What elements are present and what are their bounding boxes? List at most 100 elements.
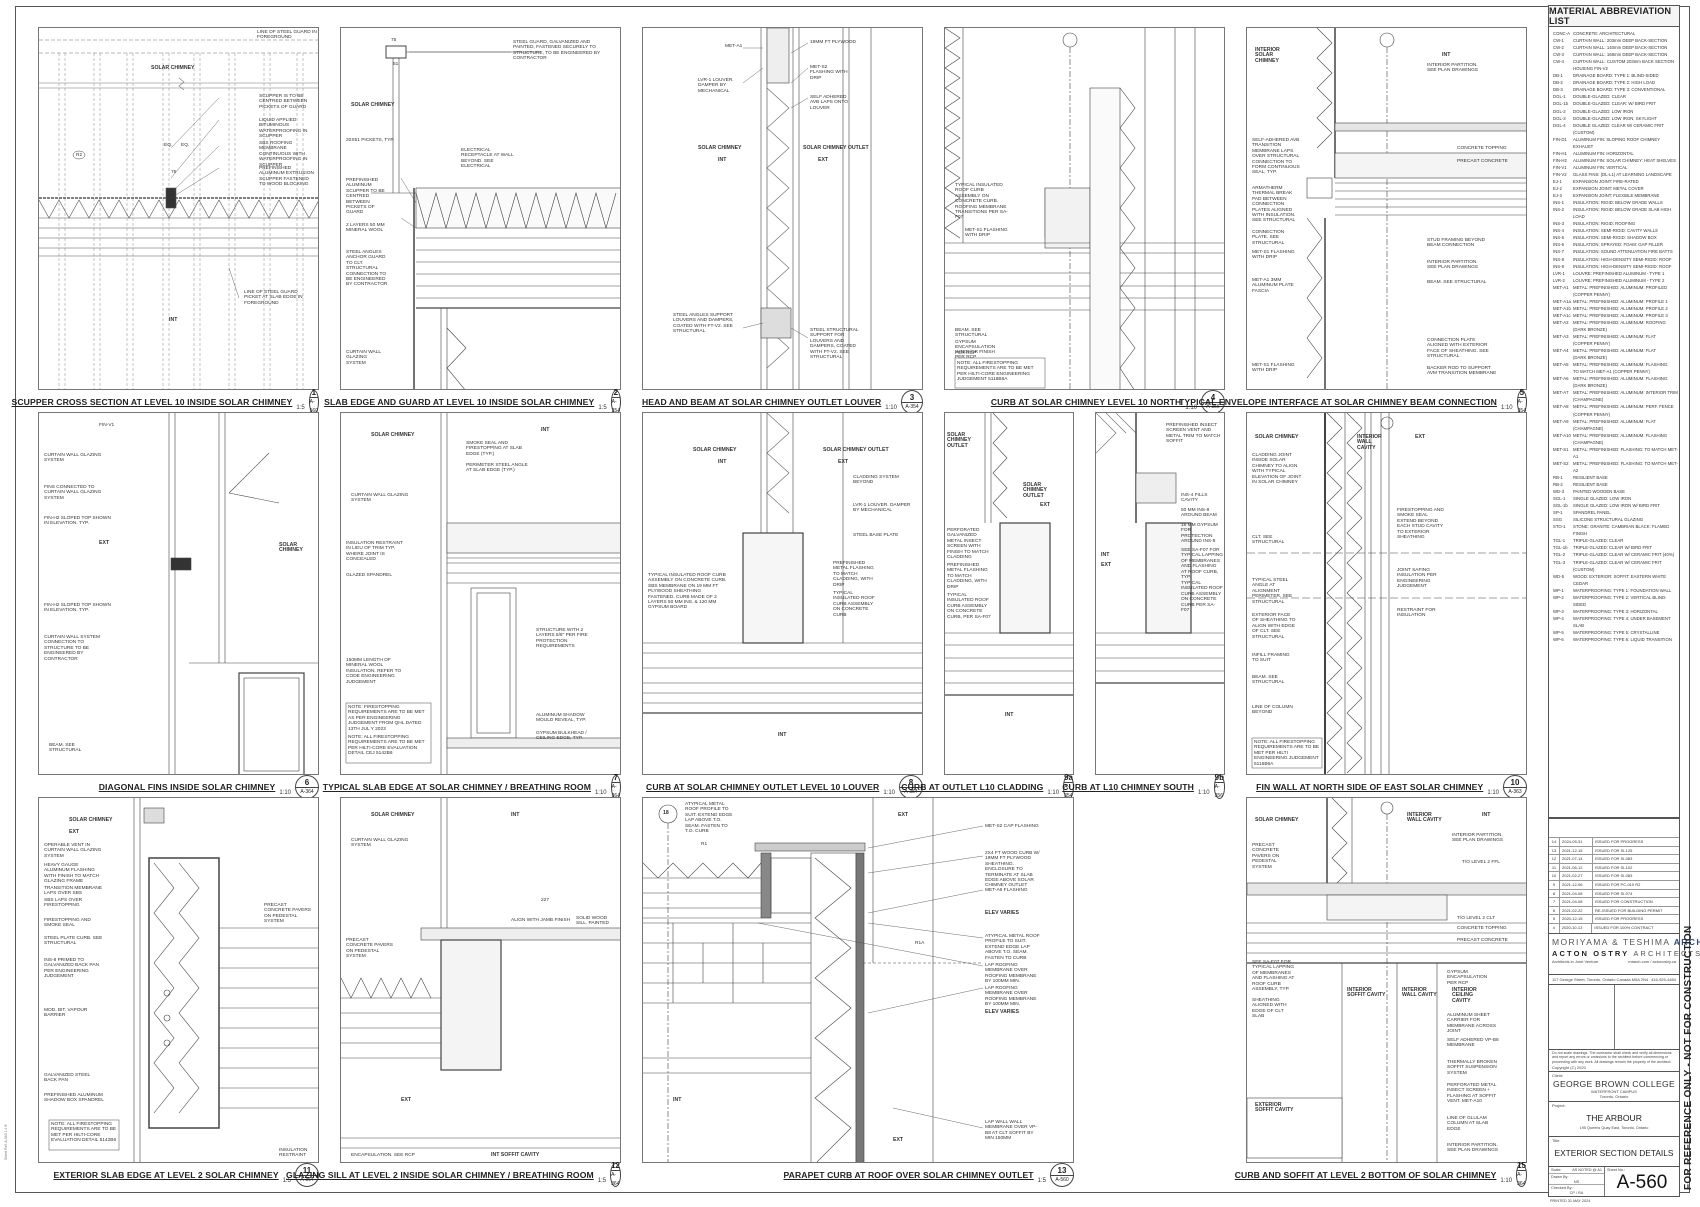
abbreviation-code: DGL-1 <box>1553 94 1566 100</box>
detail-13-title: PARAPET CURB AT ROOF OVER SOLAR CHIMNEY … <box>642 1163 1074 1187</box>
abbreviation-code: MET-S2 <box>1553 460 1569 466</box>
detail-15-drawing <box>1247 798 1526 1162</box>
label: ENCAPSULATION. SEE RCP <box>351 1153 415 1158</box>
label: 2 LAYERS 50 MM MINERAL WOOL <box>346 223 385 234</box>
title-block-firms: MORIYAMA & TESHIMA ARCHITECTS ACTON OSTR… <box>1548 933 1700 975</box>
abbreviation-code <box>1553 354 1573 361</box>
label: ALIGN WITH JAMB FINISH <box>511 918 571 923</box>
detail-8-panel: SOLAR CHIMNEY INT SOLAR CHIMNEY OUTLET E… <box>642 412 923 775</box>
revision-date: 2020-12-15 <box>1560 915 1593 923</box>
label: LVR-1 LOUVER. DAMPER BY MECHANICAL <box>698 78 734 94</box>
abbreviation-description: METAL: PREFINISHED: FLASHING: TO MATCH M… <box>1573 446 1678 459</box>
detail-11-title: EXTERIOR SLAB EDGE AT LEVEL 2 SOLAR CHIM… <box>38 1163 319 1187</box>
label: ELEV VARIES <box>985 1009 1019 1015</box>
label: GYPSUM ENCAPSULATION PER RCP <box>1447 970 1488 986</box>
label: INT <box>778 732 787 738</box>
abbreviation-code <box>1553 439 1573 446</box>
label: ELECTRICAL RECEPTACLE AT WALL BEYOND. SE… <box>461 148 514 170</box>
label: CLT. SEE STRUCTURAL <box>1252 535 1285 546</box>
label: FIN-V1 <box>99 423 115 428</box>
abbreviation-code: MET-S1 <box>1553 446 1569 452</box>
title-block-title: Title: EXTERIOR SECTION DETAILS <box>1548 1137 1680 1167</box>
abbreviation-code: INS-7 <box>1553 249 1564 255</box>
abbreviation-description: METAL: PREFINISHED: ALUMINUM: PROFILE 1 <box>1573 298 1668 304</box>
label: EXT <box>69 829 80 835</box>
abbreviation-description: METAL: PREFINISHED: ALUMINUM: FLAT <box>1573 348 1656 354</box>
label: SOLAR CHIMNEY OUTLET <box>947 432 971 449</box>
label: INS-8 PRIMED TO GALVANIZED BACK PAN PER … <box>44 958 99 980</box>
abbreviation-code: INS-5 <box>1553 235 1564 241</box>
abbreviation-description: ALUMINUM FIN: VERTICAL <box>1573 164 1628 170</box>
abbreviation-code <box>1553 65 1573 72</box>
abbreviation-row: (COPPER PENNY) <box>1549 411 1679 418</box>
label: EXTERIOR SOFFIT CAVITY <box>1255 1102 1294 1114</box>
abbreviation-description: DRAINAGE BOARD: TYPE 2: HIGH LOAD <box>1573 80 1656 86</box>
detail-15-panel: SOLAR CHIMNEY INTERIOR WALL CAVITY INT I… <box>1246 797 1527 1163</box>
architect-stamp-box <box>1549 985 1615 1049</box>
abbreviation-description: (COPPER PENNY) <box>1573 291 1611 297</box>
detail-10-drawing <box>1247 413 1526 774</box>
label: BEAM. SEE STRUCTURAL <box>49 743 82 754</box>
abbreviation-code: MET-A1c <box>1553 312 1571 318</box>
label: SELF ADHERED VP-B8 MEMBRANE <box>1447 1038 1499 1049</box>
firm-2: ACTON OSTRY ARCHITECTS INC <box>1552 949 1700 958</box>
label: CLADDING JOINT INSIDE SOLAR CHIMNEY TO A… <box>1252 453 1302 486</box>
revision-desc: ISSUED FOR SI-083 <box>1595 873 1633 879</box>
abbreviation-description: LOUVRE: PREFINISHED ALUMINUM - TYPE 2 <box>1573 277 1665 283</box>
abbreviation-code: MET-A8 <box>1553 404 1569 410</box>
label: MOD. BIT. VAPOUR BARRIER <box>44 1008 88 1019</box>
label: SOLAR CHIMNEY OUTLET <box>1023 482 1047 499</box>
abbreviation-description: WOOD: EXTERIOR: SOFFIT: EASTERN WHITE CE… <box>1573 573 1667 586</box>
abbreviation-description: METAL: PREFINISHED: ALUMINUM: PERF. FENC… <box>1573 404 1674 410</box>
label: INT <box>169 317 178 323</box>
label: MET-S2 FLASHING WITH DRIP <box>810 65 848 81</box>
label: TYPICAL INSULATED ROOF CURB ASSEMBLY ON … <box>955 183 1008 221</box>
abbreviation-code: DGL-2 <box>1553 108 1566 114</box>
detail-2-panel: STEEL GUARD, GALVANIZED AND PAINTED, FAS… <box>340 27 621 390</box>
label: PREFINISHED ALUMINUM SCUPPER TO BE CENTR… <box>346 178 385 216</box>
label: INSULATION RESTRAINT <box>279 1148 308 1159</box>
detail-13-panel: 18 ATYPICAL METAL ROOF PROFILE TO SUIT. … <box>642 797 1074 1163</box>
revision-desc: ISSUED FOR SI-102 <box>1595 864 1633 870</box>
abbreviation-code: SGL-1 <box>1553 496 1566 502</box>
abbreviation-code: MET-A1 <box>1553 284 1569 290</box>
revision-no: 10 <box>1549 872 1560 880</box>
abbreviation-code: CW-4 <box>1553 59 1564 65</box>
abbreviation-row: MET-A8 METAL: PREFINISHED: ALUMINUM: PERF… <box>1549 403 1679 410</box>
revision-no: 12 <box>1549 855 1560 863</box>
label: PREFINISHED ALUMINUM EXTRUSION SCUPPER F… <box>259 166 314 188</box>
abbreviation-row: MET-S1 METAL: PREFINISHED: FLASHING: TO M… <box>1549 446 1679 460</box>
detail-7-drawing <box>345 413 620 774</box>
abbreviation-description: METAL: PREFINISHED: ALUMINUM: PROFILED <box>1573 284 1668 290</box>
abbreviation-description: PAINTED WOODEN BASE <box>1573 489 1625 495</box>
abbreviation-description: METAL: PREFINISHED: ALUMINUM: FLASHING <box>1573 432 1668 438</box>
abbreviation-code: INS-3 <box>1553 221 1564 227</box>
detail-2-drawing <box>371 45 620 389</box>
revision-date: 2021-04-08 <box>1560 898 1593 906</box>
label: BACKER ROD TO SUPPORT AVM TRANSITION MEM… <box>1427 366 1497 377</box>
label: STEEL STRUCTURAL SUPPORT FOR LOUVERS AND… <box>810 328 859 361</box>
